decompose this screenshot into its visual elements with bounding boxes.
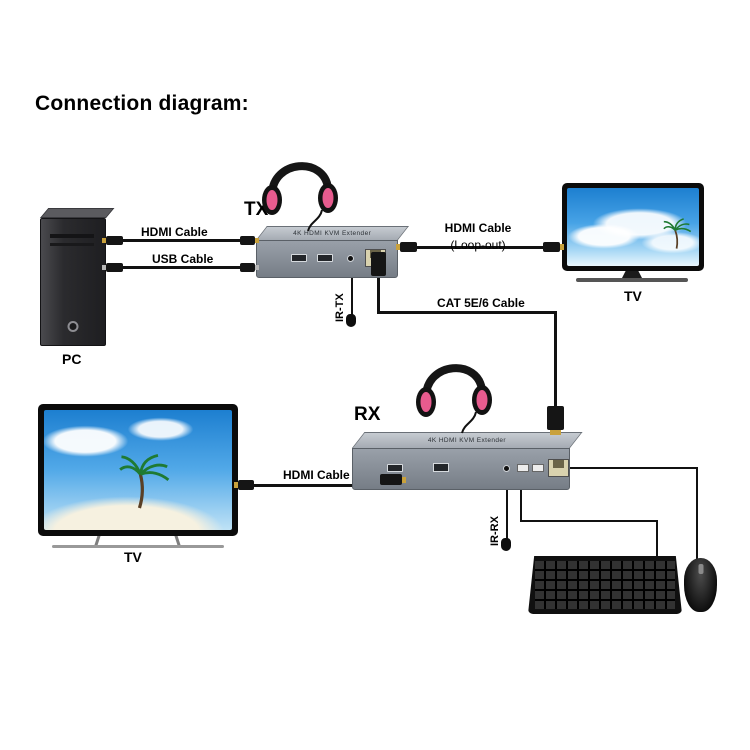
keyboard-cable-vertical-1 [520, 490, 522, 522]
pc-drive-slot-2 [50, 243, 94, 246]
tv-bottom-screen [44, 410, 232, 530]
tv-top-icon [562, 183, 704, 271]
keyboard-icon [528, 556, 682, 614]
tv-bottom-stand-base [52, 545, 224, 548]
hdmi-plug-tx-out-icon [396, 242, 417, 252]
hdmi-loopout-cable-line [416, 246, 548, 249]
hdmi-plug-pc-icon [102, 236, 123, 245]
keyboard-cable-vertical-2 [656, 520, 658, 558]
headphones-icon-2 [416, 364, 492, 434]
pc-top-face [40, 208, 115, 218]
usb-cable-pc-tx-line [122, 266, 242, 269]
rx-usb-port-1 [517, 464, 529, 472]
hdmi-plug-tv-top-icon [543, 242, 564, 252]
tv-top-stand-base [576, 278, 688, 282]
cat-cable-segment-vertical-1 [377, 272, 380, 314]
tx-ir-jack-port [347, 255, 354, 262]
pc-drive-slot [50, 234, 94, 238]
cat-cable-segment-horizontal [377, 311, 557, 314]
ir-rx-emitter-icon [501, 538, 511, 551]
tx-hdmi-port-2 [317, 254, 333, 262]
usb-cable-label: USB Cable [152, 252, 214, 266]
tx-hdmi-port-1 [291, 254, 307, 262]
tv-bottom-icon [38, 404, 238, 536]
rx-top-text: 4K HDMI KVM Extender [427, 437, 506, 444]
cat-cable-segment-vertical-2 [554, 311, 557, 413]
hdmi-cable-tv-rx-line [252, 484, 384, 487]
palm-tree-icon-2 [119, 454, 170, 509]
page-title: Connection diagram: [35, 92, 249, 115]
hdmi-loopout-label-line1: HDMI Cable [444, 221, 512, 235]
mouse-cable-horizontal [570, 467, 698, 469]
hdmi-cable-tv-rx-label: HDMI Cable [283, 468, 350, 482]
rj45-plug-rx-icon [547, 406, 564, 435]
ir-tx-label: IR-TX [334, 293, 346, 322]
rx-dp-port [433, 463, 449, 472]
headphones-icon [262, 162, 338, 232]
rx-top-face: 4K HDMI KVM Extender [352, 432, 583, 448]
pc-label: PC [62, 351, 82, 367]
cat-cable-label: CAT 5E/6 Cable [437, 296, 525, 310]
pc-front-face [40, 218, 106, 346]
hdmi-cable-pc-tx-label: HDMI Cable [141, 225, 208, 239]
ir-rx-label: IR-RX [489, 516, 501, 546]
ir-rx-cable-line [506, 490, 508, 540]
palm-tree-icon [663, 218, 692, 249]
mouse-icon [684, 558, 717, 612]
rx-usb-port-2 [532, 464, 544, 472]
mouse-cable-vertical [696, 467, 698, 561]
tx-label: TX [244, 199, 269, 220]
pc-tower-icon [40, 208, 115, 346]
tv-top-screen [567, 188, 699, 266]
rx-front-face [352, 448, 570, 490]
rj45-plug-tx-icon [371, 252, 386, 276]
hdmi-plug-rx-in-icon [380, 474, 406, 485]
hdmi-plug-tx-in-icon [240, 236, 259, 245]
usb-plug-pc-icon [102, 263, 123, 272]
hdmi-loopout-label-line2: (Loop-out) [450, 238, 506, 252]
ir-tx-cable-line [351, 278, 353, 316]
rx-label: RX [354, 404, 381, 425]
keyboard-cable-horizontal [520, 520, 658, 522]
keyboard-keys [535, 561, 675, 609]
hdmi-cable-pc-tx-line [122, 239, 242, 242]
pc-power-button-icon [67, 321, 79, 332]
tv-top-label: TV [624, 288, 642, 304]
hdmi-plug-tv-bottom-icon [234, 480, 254, 490]
tv-bottom-label: TV [124, 549, 142, 565]
rx-rj45-port [548, 459, 569, 477]
ir-tx-emitter-icon [346, 314, 356, 327]
usb-plug-tx-in-icon [240, 263, 259, 272]
rx-device-icon: 4K HDMI KVM Extender [352, 432, 583, 490]
mouse-scroll-wheel-icon [698, 564, 703, 574]
rx-hdmi-port [387, 464, 403, 472]
tv-top-stand-neck [622, 271, 642, 278]
rx-ir-jack-port [503, 465, 510, 472]
